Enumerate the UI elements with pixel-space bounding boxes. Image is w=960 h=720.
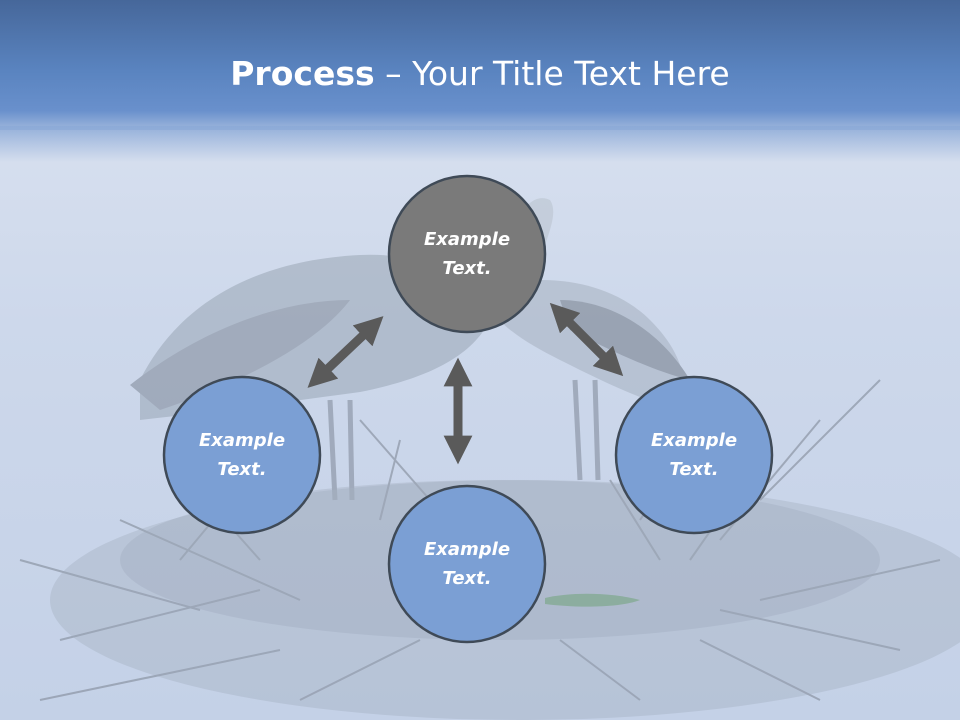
title-fade — [0, 126, 960, 162]
node-bottom-line1: Example — [423, 539, 511, 560]
title-bold: Process — [230, 54, 375, 93]
node-bottom-circle — [387, 484, 547, 644]
node-left-line1: Example — [198, 430, 286, 451]
arrow-top-left — [307, 316, 384, 388]
arrow-top-right — [549, 302, 624, 377]
node-top-line1: Example — [423, 229, 511, 250]
node-top-circle — [387, 174, 547, 334]
node-left-label: Example Text. — [172, 426, 312, 484]
node-bottom-line2: Text. — [442, 568, 492, 589]
node-right-label: Example Text. — [624, 426, 764, 484]
node-top-label: Example Text. — [397, 225, 537, 283]
title-rest: – Your Title Text Here — [374, 54, 730, 93]
node-right-line1: Example — [650, 430, 738, 451]
stork-left-wing — [130, 300, 350, 410]
node-left-line2: Text. — [217, 459, 267, 480]
title-bar — [0, 0, 960, 130]
node-right-circle — [614, 375, 774, 535]
node-left-circle — [162, 375, 322, 535]
node-top-line2: Text. — [442, 258, 492, 279]
node-right-line2: Text. — [669, 459, 719, 480]
node-bottom-label: Example Text. — [397, 535, 537, 593]
slide-title: Process – Your Title Text Here — [0, 52, 960, 96]
